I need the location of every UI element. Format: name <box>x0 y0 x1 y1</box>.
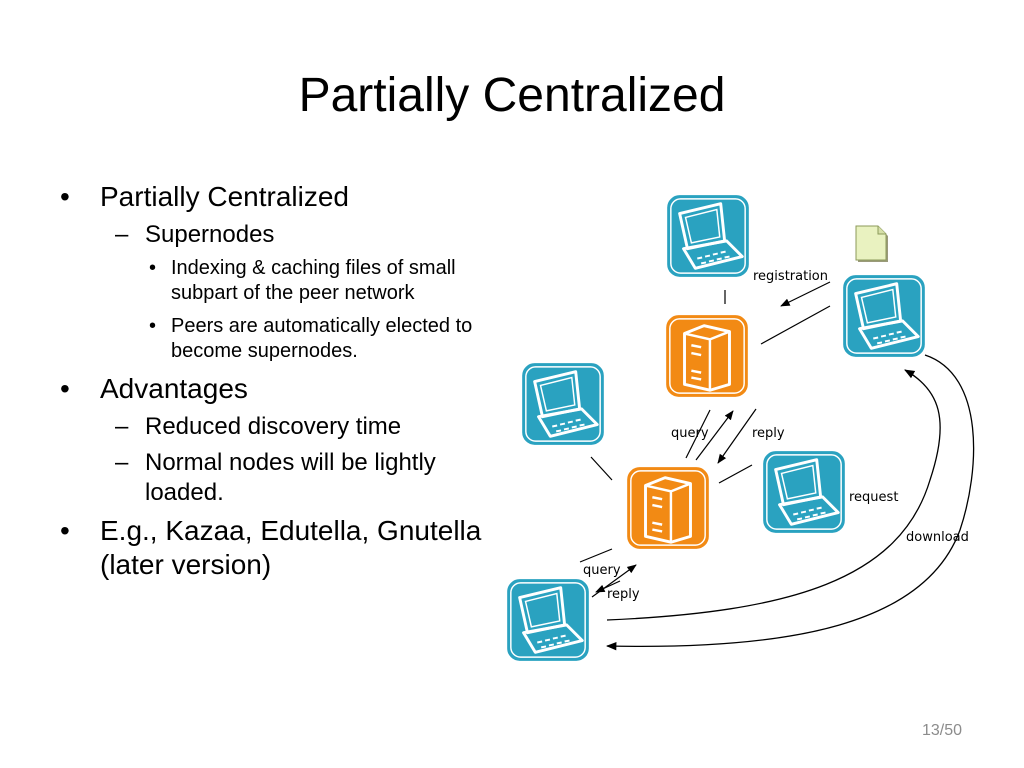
reply-label-upper: reply <box>752 426 785 441</box>
registration-label: registration <box>753 269 828 284</box>
link-supernode-to-provider-peer <box>718 464 753 484</box>
bullet-list: •Partially Centralized –Supernodes •Inde… <box>60 180 500 588</box>
query-label-upper: query <box>671 426 709 441</box>
link-supernodes-left <box>685 409 711 459</box>
bullet-dash-icon: – <box>115 221 129 248</box>
bullet-item: • E.g., Kazaa, Edutella, Gnutella (later … <box>60 514 500 582</box>
bullet-item: –Supernodes <box>100 220 500 250</box>
peer-registering-icon <box>840 272 928 360</box>
reply-arrow-upper <box>717 408 757 464</box>
peer-top-icon <box>664 192 752 280</box>
bullet-text: Advantages <box>100 373 248 404</box>
link-left-peer-to-supernode <box>590 456 613 481</box>
bullet-dash-icon: – <box>115 413 129 440</box>
peer-requester-icon <box>504 576 592 664</box>
reply-label-lower: reply <box>607 587 640 602</box>
bullet-dot-icon: • <box>60 515 70 546</box>
link-supernode-to-registering-peer <box>760 305 831 345</box>
file-icon <box>855 225 888 262</box>
supernode-lower-icon <box>624 464 712 552</box>
bullet-text: Reduced discovery time <box>145 413 402 440</box>
bullet-text: E.g., Kazaa, Edutella, Gnutella (later v… <box>100 515 482 580</box>
peer-provider-icon <box>760 448 848 536</box>
bullet-text: Peers are automatically elected to becom… <box>171 315 473 362</box>
bullet-item: • Partially Centralized <box>60 180 500 214</box>
query-arrow-upper <box>695 410 734 461</box>
bullet-text: Normal nodes will be lightly loaded. <box>145 449 436 506</box>
bullet-text: Indexing & caching files of small subpar… <box>171 257 456 304</box>
bullet-item: • Indexing & caching files of small subpa… <box>145 256 500 306</box>
registration-arrow <box>780 281 831 307</box>
request-arrow <box>606 369 941 621</box>
reply-arrow-lower <box>595 580 621 593</box>
bullet-dot-icon: • <box>60 181 70 212</box>
download-label: download <box>906 530 969 545</box>
peer-left-icon <box>519 360 607 448</box>
bullet-item: –Normal nodes will be lightly loaded. <box>100 448 500 508</box>
bullet-dot-icon: • <box>60 373 70 404</box>
bullet-text: Supernodes <box>145 221 275 248</box>
bullet-item: • Advantages <box>60 372 500 406</box>
bullet-dot-icon: • <box>149 315 157 337</box>
supernode-upper-icon <box>663 312 751 400</box>
bullet-dash-icon: – <box>115 449 129 476</box>
page-number: 13/50 <box>921 722 962 739</box>
request-label: request <box>849 490 898 505</box>
bullet-text: Partially Centralized <box>100 181 349 212</box>
download-arrow <box>605 354 975 651</box>
bullet-dot-icon: • <box>149 257 157 279</box>
bullet-item: • Peers are automatically elected to beco… <box>145 314 500 364</box>
bullet-item: –Reduced discovery time <box>100 412 500 442</box>
query-label-lower: query <box>583 563 621 578</box>
slide-title: Partially Centralized <box>298 69 726 122</box>
link-requester-to-supernode <box>579 548 613 563</box>
